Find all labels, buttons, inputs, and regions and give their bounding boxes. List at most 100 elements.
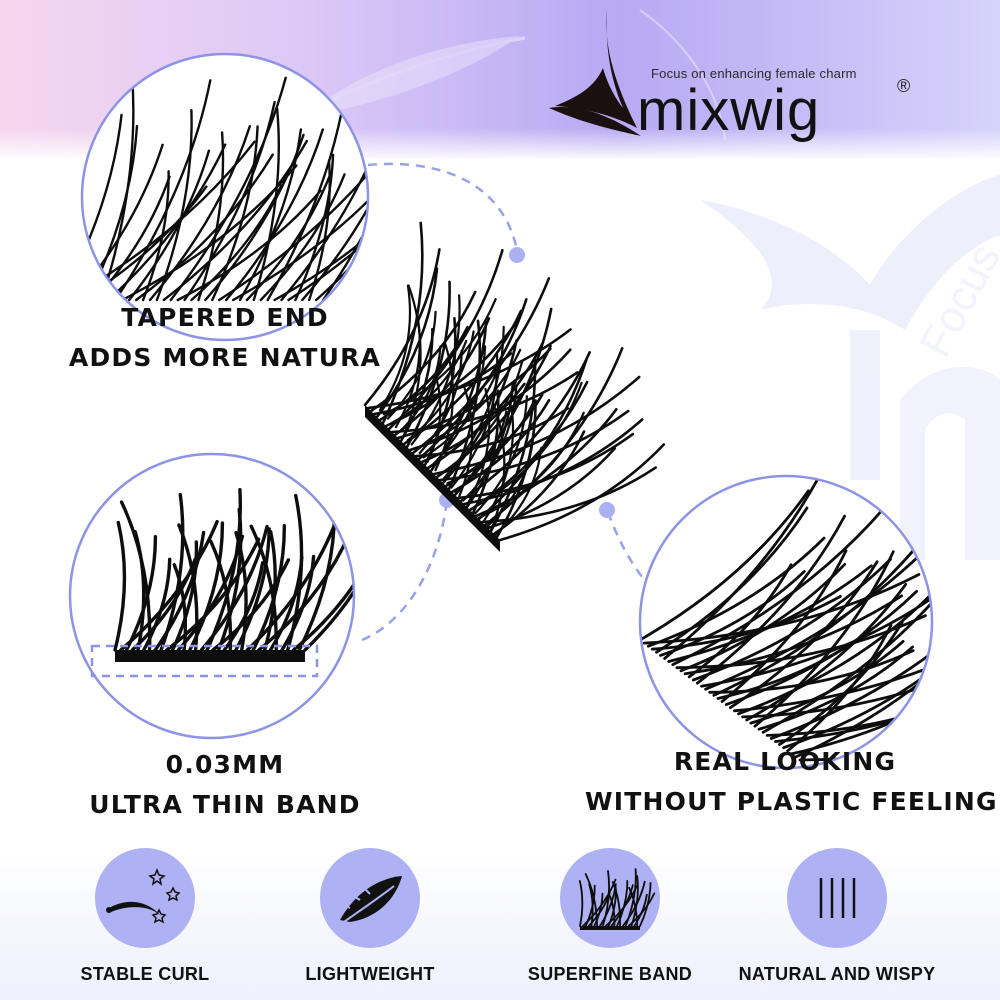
lash-fiber	[414, 348, 522, 450]
lash-fiber	[498, 443, 666, 542]
lash-fiber	[169, 76, 287, 302]
lash-fiber	[251, 524, 287, 652]
lash-fiber	[659, 570, 806, 657]
lash-cluster-icon	[560, 848, 660, 948]
lash-fiber	[458, 384, 474, 498]
lash-fiber	[127, 149, 211, 302]
lash-fiber	[465, 381, 515, 509]
caption-line: WITHOUT PLASTIC FEELING	[585, 787, 998, 816]
lash-fiber	[252, 107, 280, 302]
lash-fiber	[417, 298, 528, 461]
lash-fiber	[225, 128, 324, 302]
lash-fiber	[628, 886, 638, 927]
lash-fiber	[155, 109, 193, 302]
registered-mark: ®	[897, 76, 911, 96]
lash-fiber	[720, 549, 848, 703]
lash-fiber	[593, 892, 604, 927]
feature-label: STABLE CURL	[80, 964, 210, 984]
lash-fiber	[209, 539, 233, 652]
lash-fiber	[646, 536, 826, 648]
lash-fiber	[782, 630, 932, 750]
lash-fiber	[667, 564, 873, 663]
lash-fiber	[687, 563, 793, 679]
lash-fiber	[477, 358, 588, 521]
caption-line: REAL LOOKING	[673, 747, 897, 776]
lash-fiber	[197, 131, 225, 302]
lash-fiber	[450, 351, 499, 489]
lash-fiber	[471, 389, 500, 515]
lash-fiber	[633, 893, 648, 927]
lash-fiber	[474, 408, 618, 518]
caption-thin-band: 0.03MM ULTRA THIN BAND	[60, 745, 390, 825]
lash-fiber	[216, 507, 243, 652]
lash-fiber	[691, 557, 892, 682]
caption-line: ADDS MORE NATURA	[68, 343, 382, 372]
lash-fiber	[700, 596, 932, 688]
lash-fiber	[794, 607, 932, 759]
caption-tapered-end: TAPERED END ADDS MORE NATURA	[60, 298, 390, 378]
lash-fiber	[769, 602, 932, 740]
lash-fiber	[398, 345, 442, 433]
lash-fiber	[630, 875, 639, 927]
lash-fiber	[378, 284, 412, 412]
lash-fiber	[737, 593, 932, 716]
lash-fiber	[381, 221, 424, 425]
lash-fiber	[238, 128, 303, 302]
caption-line: TAPERED END	[121, 303, 329, 332]
caption-line: 0.03MM	[165, 750, 285, 779]
lash-fiber	[82, 113, 123, 302]
lash-fiber	[280, 105, 368, 302]
lash-fiber	[478, 411, 585, 519]
lash-fiber	[177, 523, 199, 652]
connector-dot-top	[509, 247, 525, 263]
lash-fiber	[663, 476, 834, 660]
brand-tagline: Focus on enhancing female charm	[651, 66, 857, 81]
lash-fiber	[489, 403, 506, 532]
lash-fiber	[578, 880, 584, 927]
lash-fiber	[211, 125, 259, 302]
feather-icon	[320, 848, 420, 948]
lash-fiber	[712, 545, 918, 697]
lash-fiber	[183, 100, 276, 302]
lash-fiber	[728, 560, 879, 710]
lash-fiber	[474, 395, 528, 515]
caption-real-looking: REAL LOOKING WITHOUT PLASTIC FEELING	[585, 742, 998, 822]
lash-fiber	[432, 375, 641, 476]
zoom-tapered-end	[80, 52, 370, 342]
lash-fiber	[462, 385, 518, 502]
lash-fiber	[378, 325, 469, 422]
lash-fiber	[786, 623, 893, 753]
lash-fiber	[257, 531, 352, 652]
lash-fiber	[602, 870, 610, 927]
lash-fiber	[765, 678, 932, 737]
lash-fiber	[434, 343, 455, 472]
lash-fiber	[386, 310, 437, 420]
lash-fiber	[588, 883, 594, 927]
lash-fiber	[259, 173, 346, 302]
zoom-real-looking	[638, 474, 934, 770]
lash-fiber	[294, 153, 335, 302]
lash-fiber	[466, 387, 491, 506]
zoom-thin-band	[68, 452, 356, 740]
feature-label: NATURAL AND WISPY	[738, 964, 936, 984]
lash-fiber	[301, 130, 368, 302]
caption-line: ULTRA THIN BAND	[89, 790, 361, 819]
band-highlight-box	[90, 644, 319, 678]
brand-name: mixwig	[637, 78, 821, 143]
lash-fiber	[286, 493, 304, 652]
lash-fiber	[724, 590, 918, 706]
lash-fiber	[426, 375, 442, 463]
lash-fiber	[100, 70, 135, 302]
lash-fiber	[753, 550, 895, 728]
lash-fiber	[708, 649, 915, 694]
lash-fiber	[418, 349, 463, 455]
lash-fiber	[447, 319, 482, 491]
lash-fiber	[159, 493, 185, 652]
lash-fiber	[609, 895, 616, 927]
lash-fiber	[113, 520, 127, 652]
lash-fiber	[696, 514, 846, 685]
lash-fiber	[410, 294, 461, 446]
lash-fiber	[405, 280, 451, 449]
